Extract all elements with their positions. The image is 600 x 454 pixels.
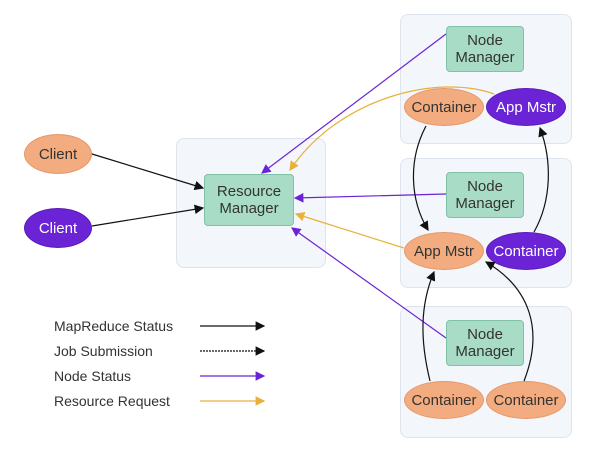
node-manager-2: Node Manager bbox=[446, 172, 524, 218]
node-manager-3: Node Manager bbox=[446, 320, 524, 366]
client-2: Client bbox=[24, 208, 92, 248]
resource-manager: Resource Manager bbox=[204, 174, 294, 226]
arrow-container3-appmstr2 bbox=[422, 270, 436, 382]
legend-mapreduce-status: MapReduce Status bbox=[54, 318, 174, 334]
client-1: Client bbox=[24, 134, 92, 174]
node-manager-1-label: Node Manager bbox=[455, 32, 515, 66]
arrow-appmstr2-rm bbox=[294, 211, 405, 249]
resource-manager-label: Resource Manager bbox=[216, 183, 282, 217]
arrow-client1-rm bbox=[91, 153, 205, 191]
container-node1: Container bbox=[404, 88, 484, 126]
container-node3-b: Container bbox=[486, 381, 566, 419]
arrow-nm3-rm bbox=[291, 227, 447, 339]
arrow-container2-appmstr1 bbox=[533, 126, 549, 233]
legend-job-submission: Job Submission bbox=[54, 343, 153, 359]
arrow-container4-appmstr2 bbox=[484, 261, 534, 382]
arrow-nm2-rm bbox=[293, 192, 447, 203]
legend-node-status: Node Status bbox=[54, 368, 132, 384]
node-manager-2-label: Node Manager bbox=[455, 178, 515, 212]
node-manager-3-label: Node Manager bbox=[455, 326, 515, 360]
legend-resource-request: Resource Request bbox=[54, 393, 170, 409]
node-manager-1: Node Manager bbox=[446, 26, 524, 72]
arrow-client2-rm bbox=[91, 204, 205, 227]
arrow-container1-appmstr2 bbox=[412, 125, 429, 232]
arrow-nm1-rm bbox=[261, 33, 447, 174]
container-node3-a: Container bbox=[404, 381, 484, 419]
container-node2: Container bbox=[486, 232, 566, 270]
arrow-appmstr1-rm bbox=[289, 86, 495, 171]
app-master-node2: App Mstr bbox=[404, 232, 484, 270]
app-master-node1: App Mstr bbox=[486, 88, 566, 126]
